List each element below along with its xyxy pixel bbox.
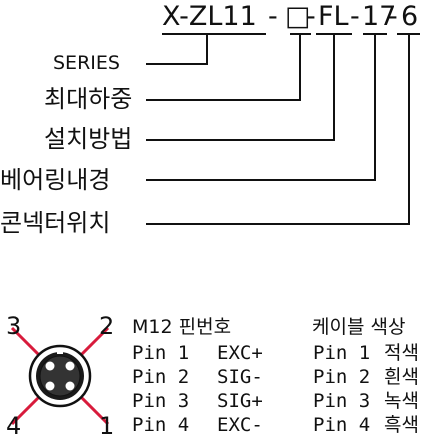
leader-series	[146, 34, 208, 65]
pin-number-4: 4	[6, 412, 22, 440]
row4-pin: Pin 4	[132, 414, 190, 436]
row1-cable-pin: Pin 1	[313, 342, 371, 364]
leader-bearing-bore	[146, 34, 376, 181]
pin-number-3: 3	[6, 312, 22, 340]
label-max-load: 최대하중	[44, 85, 133, 113]
pin-number-1: 1	[99, 412, 115, 440]
connector-pin-1	[65, 381, 75, 391]
row2-cable-pin: Pin 2	[313, 366, 371, 388]
connector-pin-4	[45, 381, 55, 391]
row2-pin: Pin 2	[132, 366, 190, 388]
row4-signal: EXC-	[217, 414, 263, 436]
connector-pin-3	[45, 361, 55, 371]
header-cable-color: 케이블 색상	[312, 316, 406, 338]
label-series: SERIES	[53, 52, 120, 74]
row4-color: 흑색	[384, 414, 419, 436]
code-series: X-ZL11	[162, 1, 257, 32]
row1-pin: Pin 1	[132, 342, 190, 364]
header-m12-pin: M12 핀번호	[132, 316, 232, 338]
pin-number-2: 2	[99, 312, 115, 340]
code-install: FL	[318, 1, 349, 32]
row3-color: 녹색	[384, 390, 419, 412]
connector-key	[57, 348, 63, 354]
m12-connector-graphic	[10, 326, 110, 426]
row3-pin: Pin 3	[132, 390, 190, 412]
code-dash: -	[388, 1, 398, 32]
connector-pin-2	[65, 361, 75, 371]
row3-cable-pin: Pin 3	[313, 390, 371, 412]
code-bore: 17	[362, 1, 397, 32]
code-dash: -	[306, 1, 316, 32]
code-load-box: □	[285, 1, 311, 32]
leader-max-load	[146, 34, 301, 101]
row1-color: 적색	[384, 342, 419, 364]
row1-signal: EXC+	[217, 342, 263, 364]
code-dash: -	[350, 1, 360, 32]
label-connector-position: 콘넥터위치	[0, 209, 111, 237]
row3-signal: SIG+	[217, 390, 263, 412]
label-install-method: 설치방법	[44, 125, 133, 153]
code-connector: 6	[401, 1, 419, 32]
row2-signal: SIG-	[217, 366, 263, 388]
row4-cable-pin: Pin 4	[313, 414, 371, 436]
leader-connector-position	[146, 34, 410, 225]
row2-color: 흰색	[384, 366, 419, 388]
code-dash: -	[268, 1, 278, 32]
label-bearing-bore: 베어링내경	[0, 166, 111, 194]
leader-install-method	[146, 34, 335, 141]
